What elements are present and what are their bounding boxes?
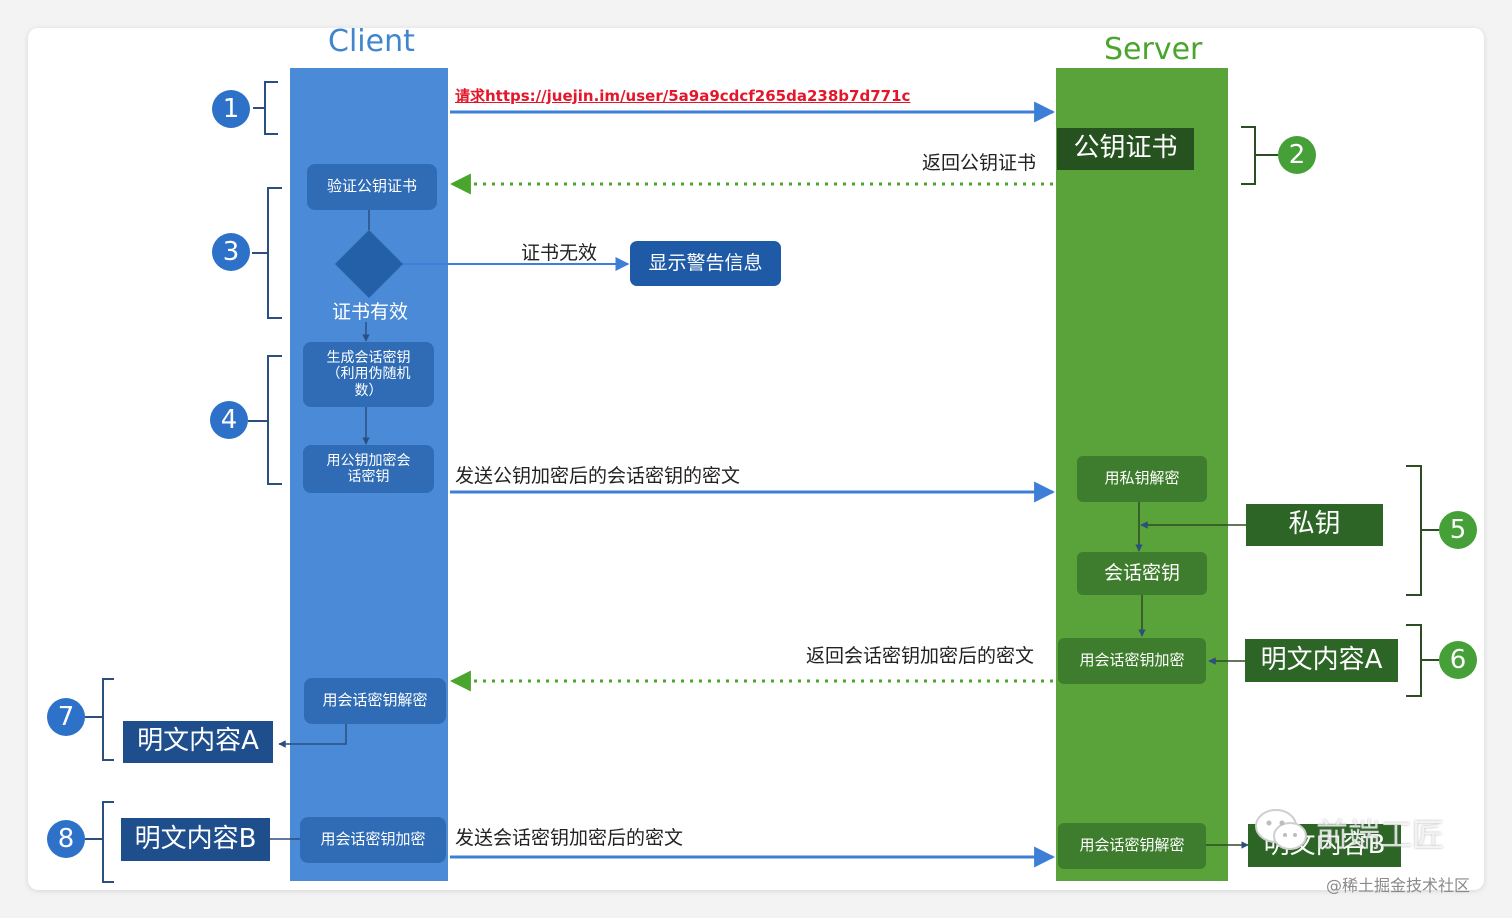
server-decrypt-private-box: 用私钥解密 bbox=[1077, 456, 1207, 502]
client-plain-a-box: 明文内容A bbox=[123, 721, 273, 763]
cert-invalid-label: 证书无效 bbox=[521, 242, 598, 264]
server-encrypt-content-box: 用会话密钥加密 bbox=[1058, 638, 1206, 684]
encrypt-session-key-line1: 用公钥加密会 bbox=[326, 452, 411, 469]
wechat-icon bbox=[1254, 806, 1310, 854]
encrypt-session-key-box: 用公钥加密会 话密钥 bbox=[303, 445, 434, 493]
gen-session-key-line3: 数） bbox=[354, 382, 383, 399]
bracket-6 bbox=[1406, 624, 1439, 697]
server-lane-title: Server bbox=[1104, 32, 1203, 67]
warning-box: 显示警告信息 bbox=[630, 241, 781, 286]
bracket-5 bbox=[1406, 465, 1439, 596]
private-key-box: 私钥 bbox=[1246, 504, 1383, 546]
bracket-7 bbox=[85, 678, 114, 761]
send-key-label: 发送公钥加密后的会话密钥的密文 bbox=[455, 465, 741, 487]
client-lane-title: Client bbox=[328, 24, 415, 59]
bracket-3 bbox=[252, 187, 282, 319]
client-plain-b-box: 明文内容B bbox=[121, 818, 270, 861]
gen-session-key-line2: （利用伪随机 bbox=[326, 366, 411, 383]
bracket-2 bbox=[1241, 126, 1278, 185]
verify-cert-box: 验证公钥证书 bbox=[307, 164, 437, 210]
client-encrypt-content-box: 用会话密钥加密 bbox=[300, 817, 446, 863]
bracket-8 bbox=[85, 801, 114, 883]
gen-session-key-line1: 生成会话密钥 bbox=[326, 350, 411, 367]
send-content-label: 发送会话密钥加密后的密文 bbox=[455, 827, 684, 849]
step-circle-7: 7 bbox=[47, 698, 85, 736]
encrypt-session-key-line2: 话密钥 bbox=[347, 469, 390, 485]
public-cert-box: 公钥证书 bbox=[1057, 128, 1194, 170]
return-content-label: 返回会话密钥加密后的密文 bbox=[806, 645, 1035, 667]
step-circle-4: 4 bbox=[210, 401, 248, 439]
step-circle-8: 8 bbox=[47, 820, 85, 858]
client-decrypt-content-box: 用会话密钥解密 bbox=[304, 678, 446, 724]
step-circle-5: 5 bbox=[1439, 511, 1477, 549]
request-label: 请求https://juejin.im/user/5a9a9cdcf265da2… bbox=[455, 87, 911, 105]
session-key-box: 会话密钥 bbox=[1077, 552, 1207, 595]
watermark-site: @稀土掘金技术社区 bbox=[1326, 876, 1471, 895]
connector-decrypt-plain-a bbox=[278, 724, 347, 748]
cert-valid-label: 证书有效 bbox=[332, 301, 409, 323]
server-plain-a-box: 明文内容A bbox=[1245, 639, 1398, 682]
step-circle-1: 1 bbox=[212, 90, 250, 128]
step-circle-2: 2 bbox=[1278, 136, 1316, 174]
step-circle-6: 6 bbox=[1439, 641, 1477, 679]
watermark-brand: 前端工匠 bbox=[1316, 816, 1445, 854]
server-decrypt-content-box: 用会话密钥解密 bbox=[1058, 823, 1206, 869]
bracket-1 bbox=[253, 81, 278, 135]
step-circle-3: 3 bbox=[212, 233, 250, 271]
gen-session-key-box: 生成会话密钥 （利用伪随机 数） bbox=[303, 342, 434, 407]
return-cert-label: 返回公钥证书 bbox=[922, 152, 1037, 174]
cert-valid-decision bbox=[335, 230, 403, 298]
bracket-4 bbox=[248, 355, 282, 485]
